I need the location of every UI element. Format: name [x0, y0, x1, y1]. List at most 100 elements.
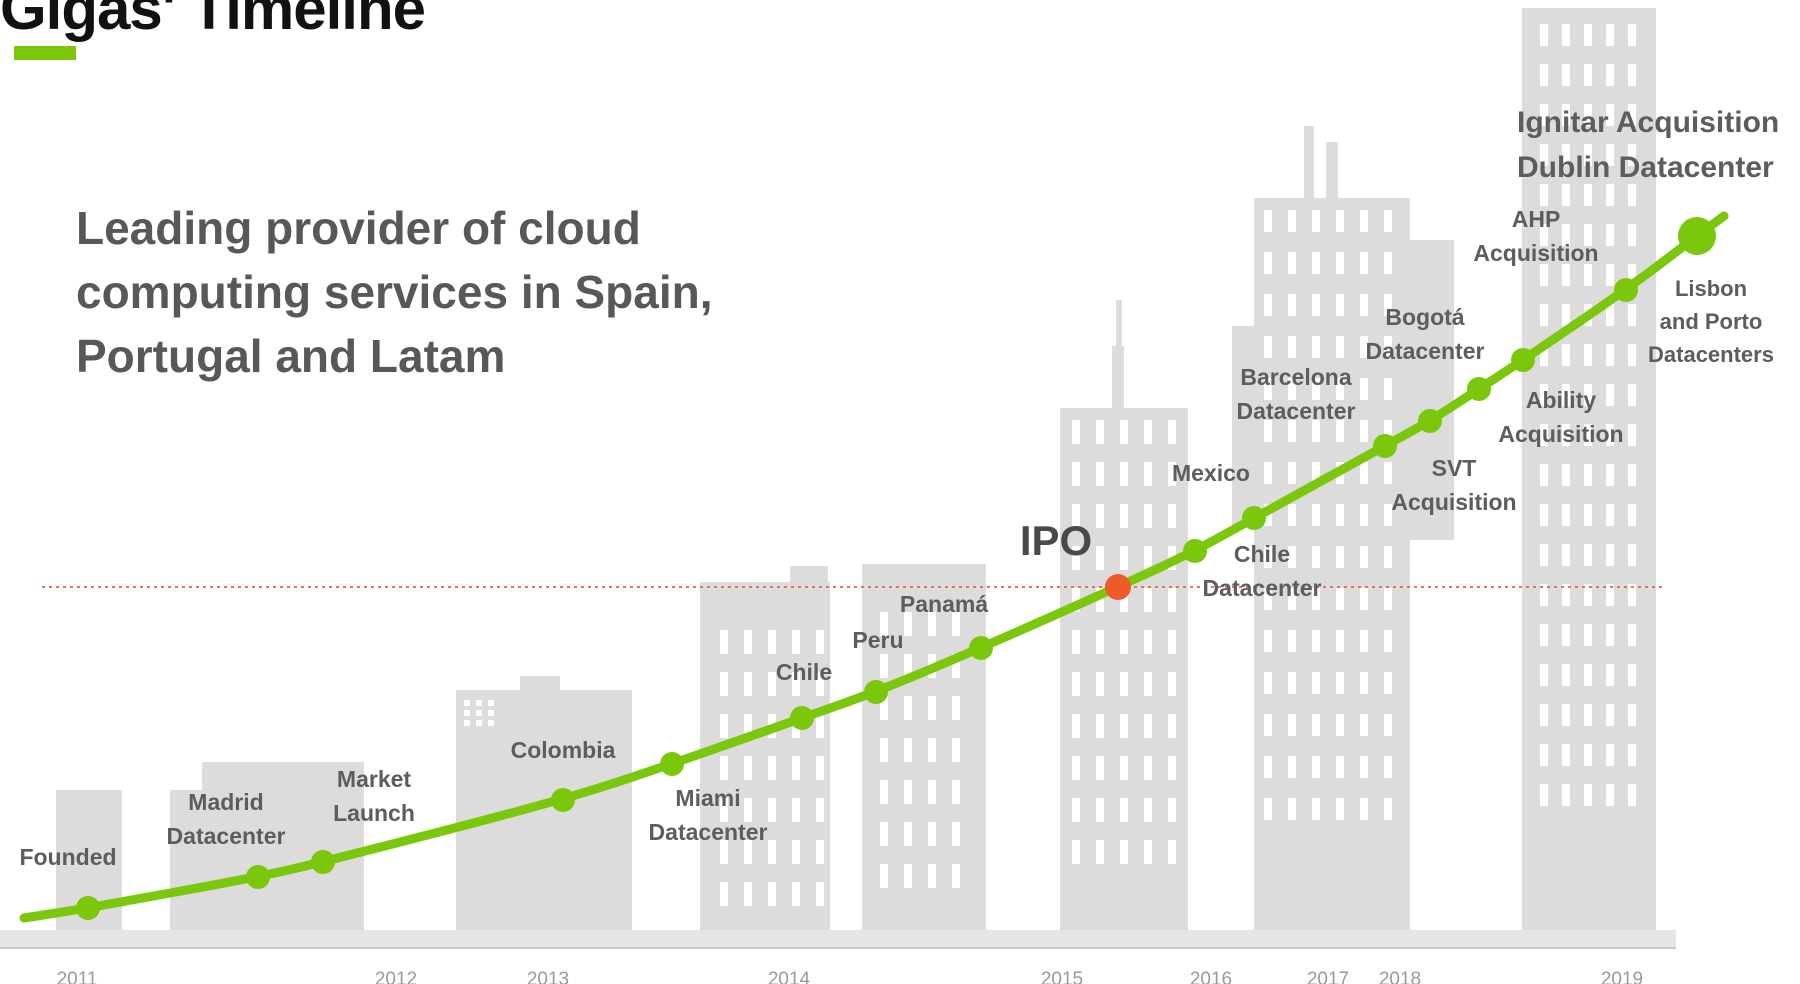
- building-window: [1606, 344, 1614, 366]
- building-window: [1384, 546, 1392, 568]
- building-window: [1336, 294, 1344, 316]
- building-window: [1264, 420, 1272, 442]
- building-window: [1562, 384, 1570, 406]
- building-window: [1312, 504, 1320, 526]
- building-window: [768, 672, 776, 696]
- milestone-label-line: Peru: [852, 627, 903, 653]
- building-window: [1360, 336, 1368, 358]
- milestone-label-line: Acquisition: [1391, 489, 1516, 515]
- building-window: [1606, 184, 1614, 206]
- building-window: [1606, 24, 1614, 46]
- building-window: [1584, 704, 1592, 726]
- building-window: [1628, 304, 1636, 326]
- building-window: [1096, 798, 1104, 822]
- building-window: [1562, 544, 1570, 566]
- building-window: [1336, 420, 1344, 442]
- building-window: [1606, 264, 1614, 286]
- building-window: [1584, 464, 1592, 486]
- building-window: [1264, 546, 1272, 568]
- building-window: [1540, 544, 1548, 566]
- building-window: [768, 630, 776, 654]
- tagline: Leading provider of cloud computing serv…: [76, 196, 756, 388]
- building-window: [768, 840, 776, 864]
- building-window: [1628, 344, 1636, 366]
- building-window: [1096, 588, 1104, 612]
- building-window: [1562, 344, 1570, 366]
- building-window: [904, 612, 912, 636]
- building-window: [1096, 714, 1104, 738]
- building-window: [1540, 264, 1548, 286]
- building-window: [1540, 304, 1548, 326]
- building-window: [1144, 504, 1152, 528]
- year-label-2014: 2014: [768, 969, 811, 984]
- building-window: [1562, 664, 1570, 686]
- building-window: [720, 798, 728, 822]
- building-window: [1540, 144, 1548, 166]
- milestone-label-panama: Panamá: [900, 591, 988, 617]
- milestone-dot: [311, 850, 335, 874]
- building-window: [1606, 384, 1614, 406]
- milestone-label-founded: Founded: [19, 844, 116, 870]
- building-window: [1384, 294, 1392, 316]
- milestone-label-line: Acquisition: [1498, 421, 1623, 447]
- milestone-label-line: Chile: [1234, 541, 1290, 567]
- building-window: [1540, 64, 1548, 86]
- building-window: [1384, 504, 1392, 526]
- building-shape: [520, 676, 560, 696]
- building-window: [1360, 504, 1368, 526]
- building-window: [1120, 420, 1128, 444]
- year-label-2011: 2011: [57, 969, 98, 984]
- building-window: [880, 864, 888, 888]
- building-window: [1584, 664, 1592, 686]
- building-window: [1562, 304, 1570, 326]
- building-window: [1384, 588, 1392, 610]
- building-window: [1628, 64, 1636, 86]
- building-window: [1606, 664, 1614, 686]
- building-window: [1120, 672, 1128, 696]
- building-window: [816, 882, 824, 906]
- building-window: [1606, 104, 1614, 126]
- building-window: [1628, 464, 1636, 486]
- building-window: [792, 756, 800, 780]
- building-window: [1384, 210, 1392, 232]
- milestone-label-line: IPO: [1020, 517, 1092, 564]
- building-window: [1072, 756, 1080, 780]
- milestone-label-line: Datacenter: [1237, 398, 1356, 424]
- building-window: [1584, 104, 1592, 126]
- building-window: [1312, 546, 1320, 568]
- building-window: [1144, 798, 1152, 822]
- page-title: Gigas' Timeline: [0, 0, 426, 42]
- milestone-label-line: Barcelona: [1240, 364, 1351, 390]
- milestone-label-line: Dublin Datacenter: [1517, 151, 1774, 184]
- building-window: [1606, 784, 1614, 806]
- building-window: [1540, 664, 1548, 686]
- building-window: [476, 720, 482, 726]
- building-window: [744, 882, 752, 906]
- building-window: [744, 672, 752, 696]
- building-window: [1312, 252, 1320, 274]
- building-window: [1562, 144, 1570, 166]
- building-window: [488, 710, 494, 716]
- building-window: [880, 738, 888, 762]
- milestone-dot: [1467, 377, 1491, 401]
- building-window: [1584, 184, 1592, 206]
- building-window: [1288, 546, 1296, 568]
- building-window: [1288, 798, 1296, 820]
- building-window: [952, 780, 960, 804]
- building-window: [744, 630, 752, 654]
- building-window: [1144, 588, 1152, 612]
- building-window: [1540, 24, 1548, 46]
- building-window: [1336, 798, 1344, 820]
- building-window: [1584, 24, 1592, 46]
- building-window: [1360, 294, 1368, 316]
- milestone-label-peru: Peru: [852, 627, 903, 653]
- building-window: [1120, 462, 1128, 486]
- building-window: [1562, 464, 1570, 486]
- building-window: [816, 798, 824, 822]
- building-window: [1584, 584, 1592, 606]
- building-window: [1336, 252, 1344, 274]
